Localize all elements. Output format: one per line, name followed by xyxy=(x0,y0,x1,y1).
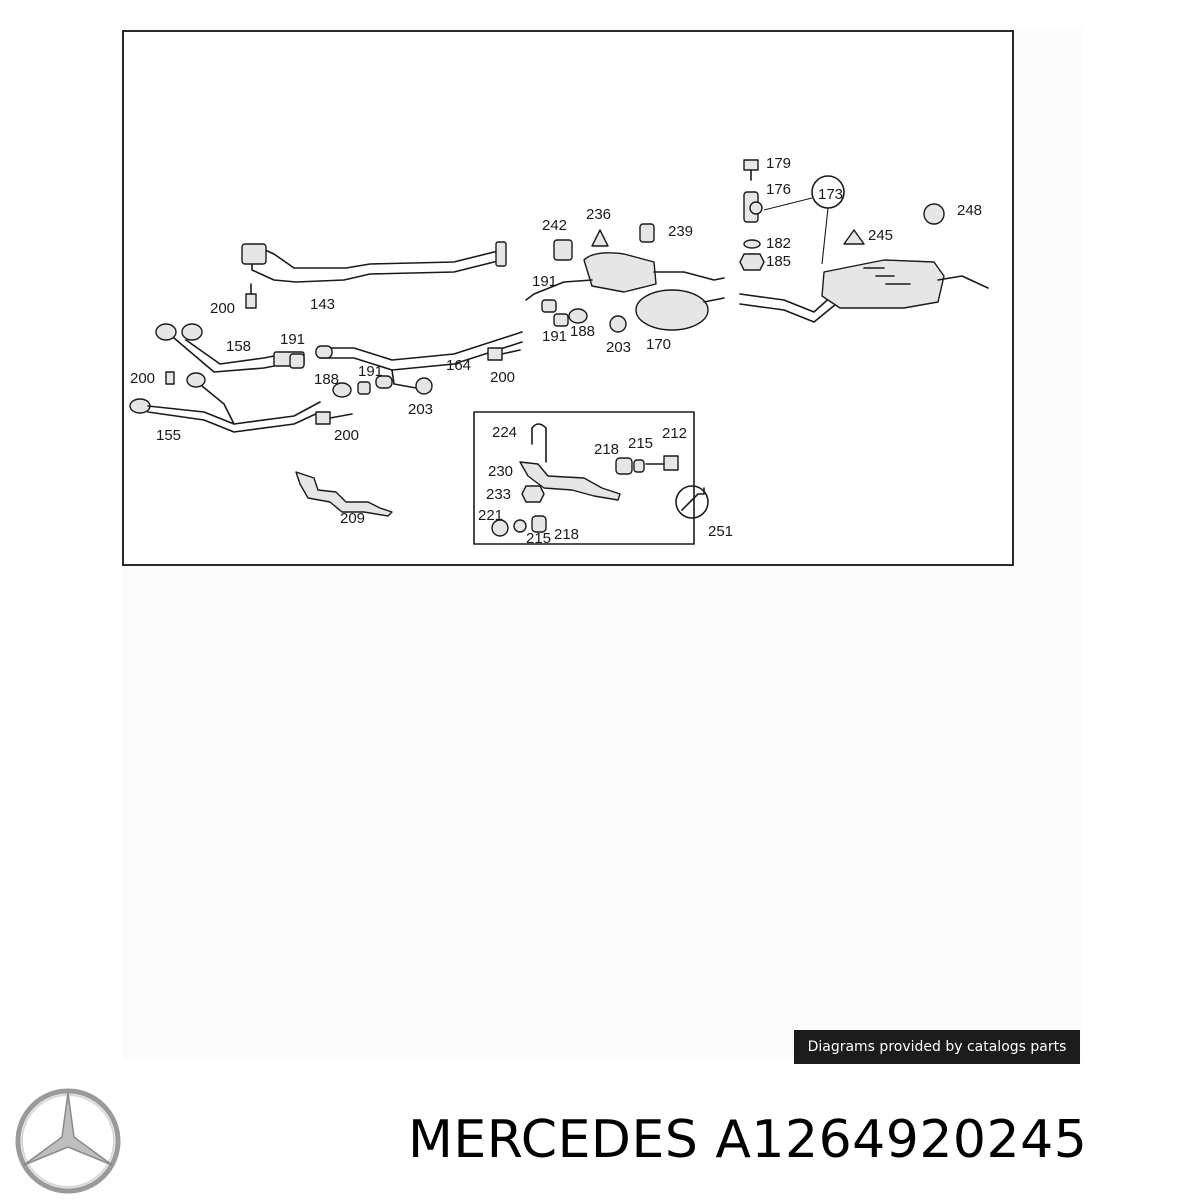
callout-label: 221 xyxy=(478,507,503,524)
rear-muffler-245 xyxy=(821,259,989,309)
gasket-188-a xyxy=(332,382,352,398)
callout-label: 212 xyxy=(662,425,687,442)
callout-label: 203 xyxy=(408,401,433,418)
callout-label: 224 xyxy=(492,424,517,441)
callout-label: 155 xyxy=(156,427,181,444)
credit-banner: Diagrams provided by catalogs parts xyxy=(794,1030,1080,1064)
callout-label: 248 xyxy=(957,202,982,219)
callout-label: 173 xyxy=(818,186,843,203)
callout-label: 188 xyxy=(570,323,595,340)
callout-label: 233 xyxy=(486,486,511,503)
callout-label: 188 xyxy=(314,371,339,388)
sleeve-176 xyxy=(743,191,763,223)
callout-label: 185 xyxy=(766,253,791,270)
ring-191-a xyxy=(289,353,305,369)
callout-label: 143 xyxy=(310,296,335,313)
callout-label: 191 xyxy=(280,331,305,348)
callout-label: 218 xyxy=(594,441,619,458)
bolt-200-d xyxy=(315,411,353,425)
mount-245 xyxy=(843,229,865,245)
gasket-188-b xyxy=(568,308,588,324)
callout-label: 242 xyxy=(542,217,567,234)
bolt-179 xyxy=(743,159,759,181)
callout-label: 191 xyxy=(542,328,567,345)
callout-label: 164 xyxy=(446,357,471,374)
callout-label: 239 xyxy=(668,223,693,240)
bolt-200-b xyxy=(165,371,175,385)
part-number-title: MERCEDES A1264920245 xyxy=(408,1110,1088,1170)
callout-label: 191 xyxy=(358,363,383,380)
callout-label: 215 xyxy=(628,435,653,452)
clamp-a xyxy=(315,345,333,359)
bolt-200-a xyxy=(245,283,257,309)
wrench-251-icon xyxy=(675,485,709,519)
rear-pipe xyxy=(739,293,837,323)
washer-182 xyxy=(743,239,761,249)
nut-203-b xyxy=(609,315,627,333)
rubber-236 xyxy=(591,229,609,247)
callout-label: 218 xyxy=(554,526,579,543)
callout-label: 191 xyxy=(532,273,557,290)
ring-191-d xyxy=(553,313,569,327)
callout-label: 182 xyxy=(766,235,791,252)
callout-label: 215 xyxy=(526,530,551,547)
ring-191-b xyxy=(357,381,371,395)
bracket-248 xyxy=(923,203,945,225)
bolt-200-c xyxy=(487,347,521,361)
mercedes-star-icon xyxy=(15,1088,121,1194)
callout-label: 200 xyxy=(490,369,515,386)
callout-label: 176 xyxy=(766,181,791,198)
nut-203-a xyxy=(415,377,433,395)
callout-label: 236 xyxy=(586,206,611,223)
callout-label: 203 xyxy=(606,339,631,356)
clamp-b xyxy=(375,375,393,389)
gasket-209 xyxy=(295,471,393,517)
callout-label: 200 xyxy=(334,427,359,444)
pipe-143 xyxy=(241,241,507,283)
ring-191-c xyxy=(541,299,557,313)
callout-label: 179 xyxy=(766,155,791,172)
callout-label: 158 xyxy=(226,338,251,355)
callout-label: 251 xyxy=(708,523,733,540)
callout-label: 245 xyxy=(868,227,893,244)
callout-label: 200 xyxy=(130,370,155,387)
callout-173-circle xyxy=(763,175,845,265)
callout-label: 230 xyxy=(488,463,513,480)
hanger-242 xyxy=(553,239,573,261)
muffler-170 xyxy=(635,289,725,331)
callout-label: 209 xyxy=(340,510,365,527)
mount-239 xyxy=(639,223,655,243)
pipe-164 xyxy=(319,331,523,389)
callout-label: 170 xyxy=(646,336,671,353)
callout-label: 200 xyxy=(210,300,235,317)
inset-box xyxy=(473,411,695,545)
front-muffler xyxy=(525,252,725,301)
nut-185 xyxy=(739,253,765,271)
pipe-155 xyxy=(129,372,321,433)
